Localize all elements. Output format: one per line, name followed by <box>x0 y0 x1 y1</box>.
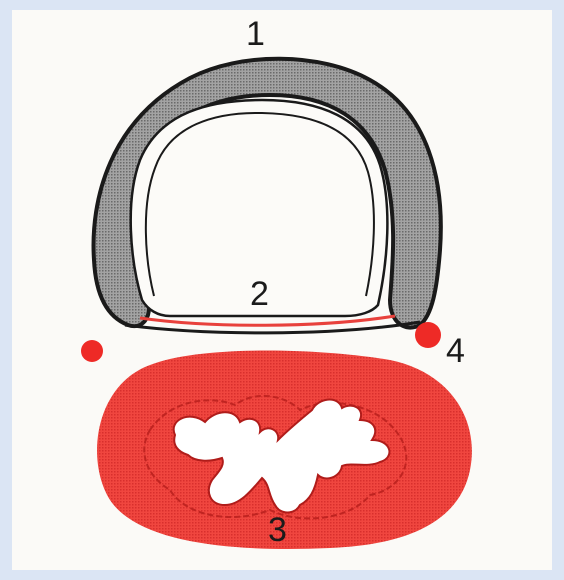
diagram-paper: 1 2 3 4 <box>12 10 552 570</box>
label-3: 3 <box>268 511 287 549</box>
trachea-cross-section-diagram: 1 2 3 4 <box>12 10 552 570</box>
label-2: 2 <box>250 275 269 313</box>
posterior-membrane <box>125 322 420 333</box>
trachealis-muscle <box>140 316 395 325</box>
label-4: 4 <box>446 332 465 370</box>
left-vessel-dot <box>81 340 103 362</box>
label-1: 1 <box>246 15 265 53</box>
right-vessel-dot <box>415 322 441 348</box>
